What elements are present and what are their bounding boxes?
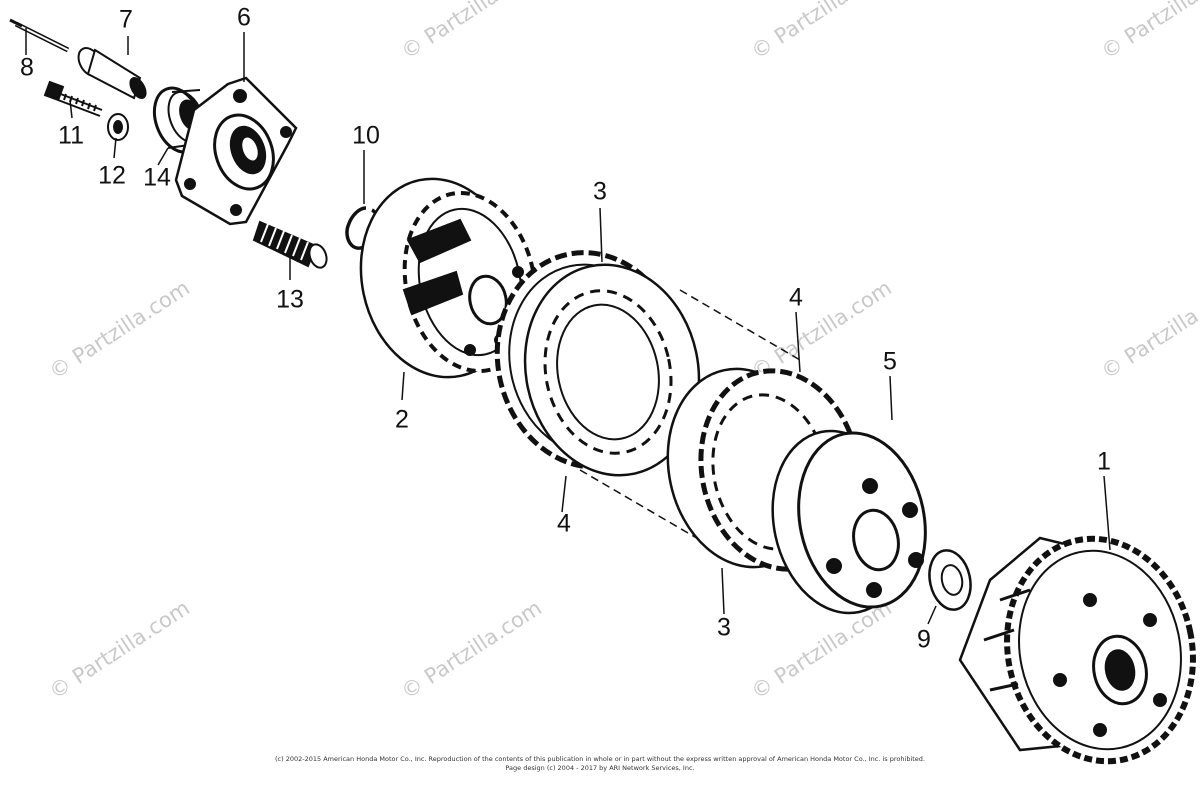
- callout-1: 1: [1097, 447, 1111, 476]
- part-9-washer: [928, 549, 972, 611]
- callout-4: 4: [789, 283, 803, 312]
- callout-8: 8: [20, 53, 34, 82]
- part-8-pin: [9, 18, 70, 53]
- callout-3: 3: [717, 613, 731, 642]
- part-12-washer: [107, 113, 129, 141]
- part-11-bolt: [43, 80, 103, 117]
- callout-6: 6: [237, 3, 251, 32]
- callout-2: 2: [395, 405, 409, 434]
- callout-5: 5: [883, 347, 897, 376]
- callout-4: 4: [557, 509, 571, 538]
- part-1-clutch-outer: [958, 535, 1196, 765]
- callout-10: 10: [352, 121, 380, 150]
- callout-12: 12: [98, 161, 126, 190]
- part-6-lifter-plate: [174, 76, 298, 226]
- callout-11: 11: [58, 121, 84, 150]
- callout-3: 3: [593, 177, 607, 206]
- part-13-spring: [252, 220, 328, 269]
- leader-lines: [25, 28, 1111, 625]
- callout-13: 13: [276, 285, 304, 314]
- page-design-notice: Page design (c) 2004 - 2017 by ARI Netwo…: [505, 764, 695, 772]
- callout-14: 14: [143, 163, 171, 192]
- callout-7: 7: [119, 5, 133, 34]
- copyright-notice: (c) 2002-2015 American Honda Motor Co., …: [275, 755, 925, 763]
- callout-9: 9: [917, 625, 931, 654]
- part-7-shaft: [77, 47, 147, 100]
- assembly-guide-lines: [579, 289, 801, 541]
- part-4-clutch-plate: [523, 263, 701, 477]
- part-5-clutch-center: [771, 429, 927, 615]
